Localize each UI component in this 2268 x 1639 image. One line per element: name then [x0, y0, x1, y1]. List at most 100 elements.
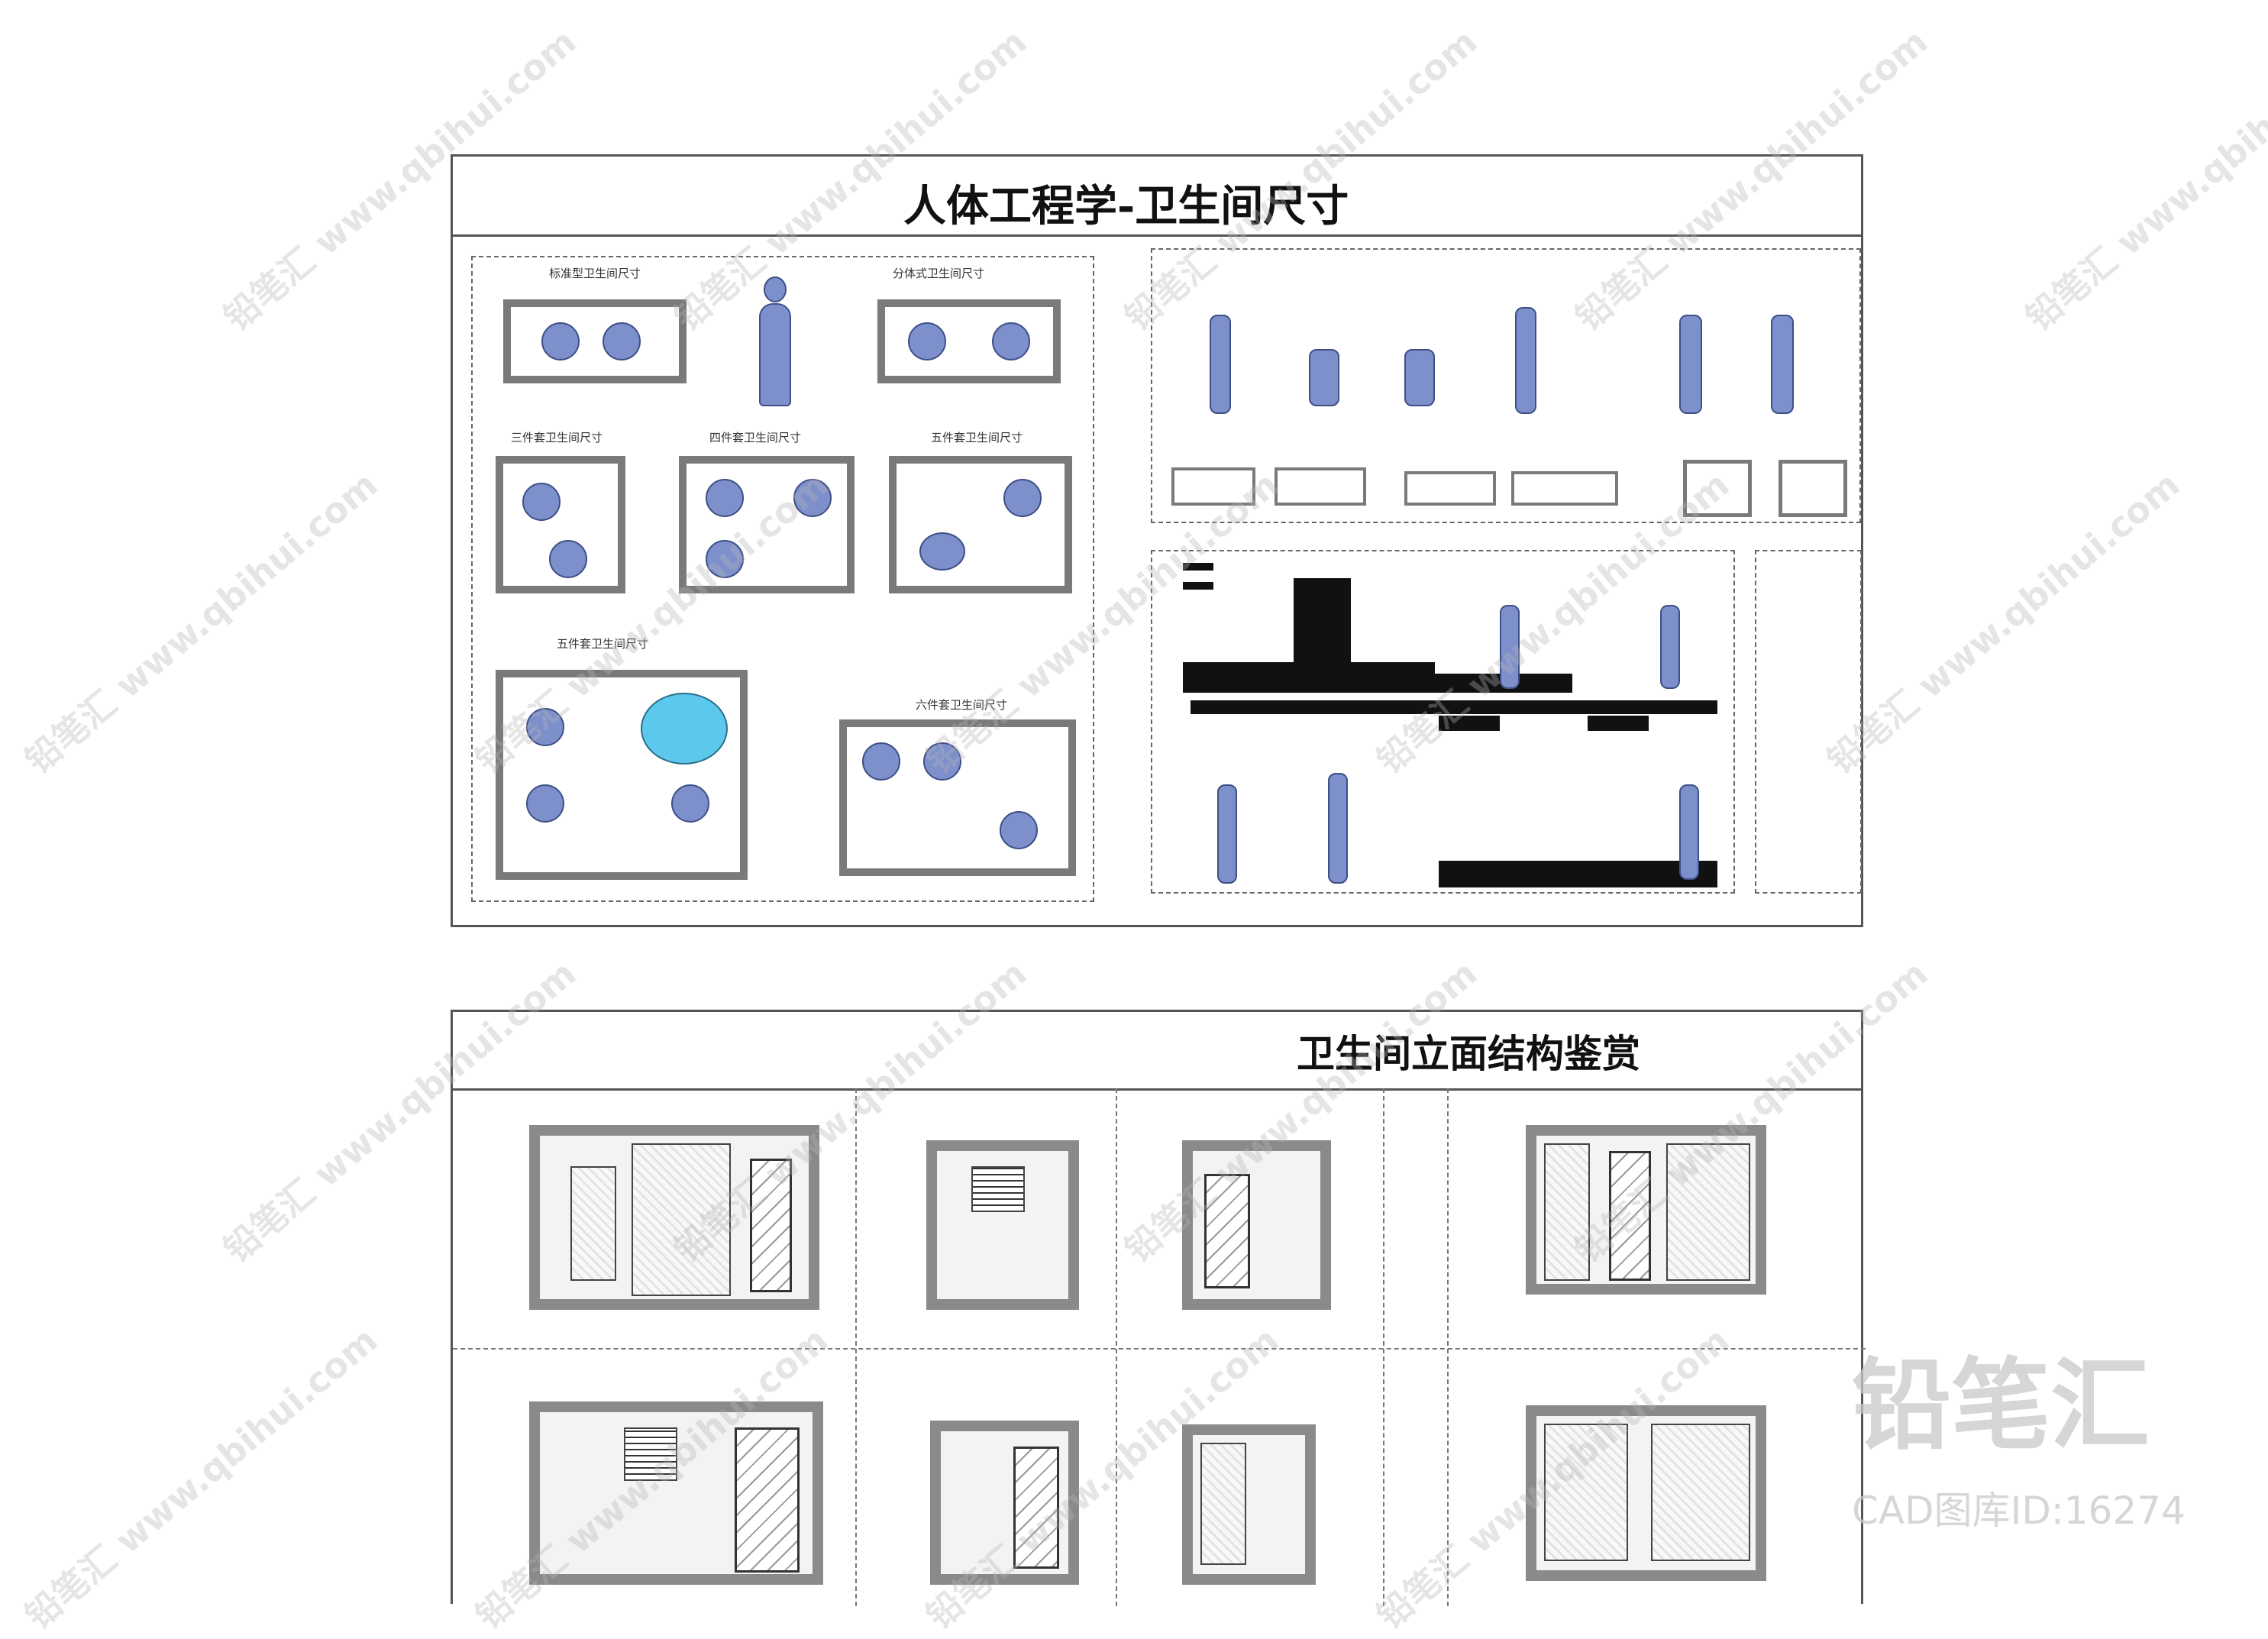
figure-standing: [1679, 784, 1699, 880]
floor-band: [1439, 861, 1717, 887]
ergonomics-title: 人体工程学-卫生间尺寸: [903, 181, 1349, 231]
divider: [1116, 1088, 1117, 1606]
figure-icon: [522, 483, 561, 521]
bathtub-elevation: [1511, 471, 1618, 506]
window-louver: [624, 1427, 677, 1481]
figure-mopping: [1500, 605, 1520, 689]
plan-6: [496, 670, 748, 880]
figure-washing: [1210, 315, 1231, 414]
figure-icon: [706, 540, 744, 578]
elevation-2: [926, 1140, 1079, 1310]
figure-icon: [919, 532, 965, 571]
standing-figure: [759, 303, 791, 406]
watermark: 铅笔汇 www.qbihui.com: [17, 464, 386, 782]
figure-icon: [1000, 811, 1038, 849]
wall-tile: [1666, 1143, 1750, 1281]
elevations-panel: 卫生间立面结构鉴赏: [451, 1010, 1866, 1606]
figure-icon: [923, 742, 961, 781]
bathtub-elevation: [1275, 467, 1366, 506]
plan-5: [889, 456, 1072, 593]
tub-plan: [1779, 460, 1847, 517]
elevation-4: [1526, 1125, 1766, 1295]
plan-label-4: 四件套卫生间尺寸: [709, 431, 802, 445]
plan-label-6: 五件套卫生间尺寸: [557, 637, 649, 651]
extra-group: [1755, 550, 1862, 894]
section-band: [1191, 700, 1717, 714]
plan-label-3: 三件套卫生间尺寸: [511, 431, 603, 445]
wall-tile: [1544, 1424, 1628, 1561]
figure-icon: [862, 742, 900, 781]
figure-standing: [1679, 315, 1702, 414]
elevations-title: 卫生间立面结构鉴赏: [1297, 1031, 1640, 1076]
black-strip: [1183, 563, 1213, 571]
watermark: 铅笔汇 www.qbihui.com: [1819, 464, 2188, 782]
figure-icon: [908, 322, 946, 360]
figure-icon: [549, 540, 587, 578]
door-panel: [570, 1166, 616, 1281]
black-strip: [1183, 582, 1213, 590]
divider: [1447, 1088, 1449, 1606]
figure-icon: [526, 708, 564, 746]
wall-tile: [632, 1143, 731, 1296]
floor-band: [1183, 662, 1435, 693]
plan-3: [496, 456, 625, 593]
brand-id: CAD图库ID:16274: [1852, 1489, 2186, 1533]
figure-icon: [992, 322, 1030, 360]
plan-label-5: 五件套卫生间尺寸: [931, 431, 1023, 445]
ergonomics-panel: 人体工程学-卫生间尺寸 标准型卫生间尺寸 分体式卫生间尺寸 三件套卫生间尺寸 四…: [451, 154, 1863, 927]
plan-1: [503, 299, 687, 383]
figure-icon: [603, 322, 641, 360]
elevation-7: [1182, 1424, 1316, 1585]
divider: [1383, 1088, 1384, 1606]
plan-2: [877, 299, 1061, 383]
bathtub-shape: [641, 693, 728, 765]
bathtub-elevation: [1171, 467, 1255, 506]
plan-label-1: 标准型卫生间尺寸: [549, 267, 641, 280]
figure-icon: [1003, 479, 1042, 517]
figure-icon: [671, 784, 709, 823]
wall-tile: [1200, 1443, 1246, 1565]
plan-label-7: 六件套卫生间尺寸: [916, 698, 1008, 712]
wall-tile: [1544, 1143, 1590, 1281]
figure-icon: [793, 479, 832, 517]
title-rule: [453, 234, 1861, 237]
figure-icon: [526, 784, 564, 823]
glass-panel: [1609, 1151, 1651, 1281]
brand-logo: 铅笔汇: [1852, 1347, 2150, 1463]
glass-door: [750, 1159, 792, 1292]
wall-section: [1439, 716, 1500, 731]
title-rule: [453, 1088, 1861, 1091]
plan-7: [839, 719, 1076, 876]
standing-figure-head: [764, 276, 787, 302]
figure-reaching: [1515, 307, 1536, 414]
wall-section: [1588, 716, 1649, 731]
elevation-8: [1526, 1405, 1766, 1581]
floor-band: [1404, 674, 1572, 693]
installation-group: [1151, 550, 1735, 894]
floor-plans-group: 标准型卫生间尺寸 分体式卫生间尺寸 三件套卫生间尺寸 四件套卫生间尺寸 五件套卫…: [471, 256, 1094, 902]
bathtub-elevation: [1404, 471, 1496, 506]
figure-standing: [1771, 315, 1794, 414]
elevation-5: [529, 1401, 823, 1585]
plan-4: [679, 456, 855, 593]
wall-tile: [1651, 1424, 1750, 1561]
divider: [453, 1348, 1866, 1350]
window-louver: [971, 1166, 1025, 1212]
figure-washing: [1660, 605, 1680, 689]
figure-icon: [706, 479, 744, 517]
figure-seated: [1309, 349, 1339, 406]
elevation-3: [1182, 1140, 1331, 1310]
tub-plan: [1683, 460, 1752, 517]
watermark: 铅笔汇 www.qbihui.com: [17, 1319, 386, 1637]
figure-icon: [541, 322, 580, 360]
divider: [855, 1088, 857, 1606]
elevation-figures-group: [1151, 248, 1861, 523]
glass-panel: [1013, 1447, 1059, 1569]
plan-label-2: 分体式卫生间尺寸: [893, 267, 985, 280]
elevation-6: [930, 1421, 1079, 1585]
figure-seated: [1404, 349, 1435, 406]
figure-showering: [1217, 784, 1237, 884]
glass-door: [735, 1427, 800, 1573]
figure-showering: [1328, 773, 1348, 884]
glass-panel: [1204, 1174, 1250, 1288]
